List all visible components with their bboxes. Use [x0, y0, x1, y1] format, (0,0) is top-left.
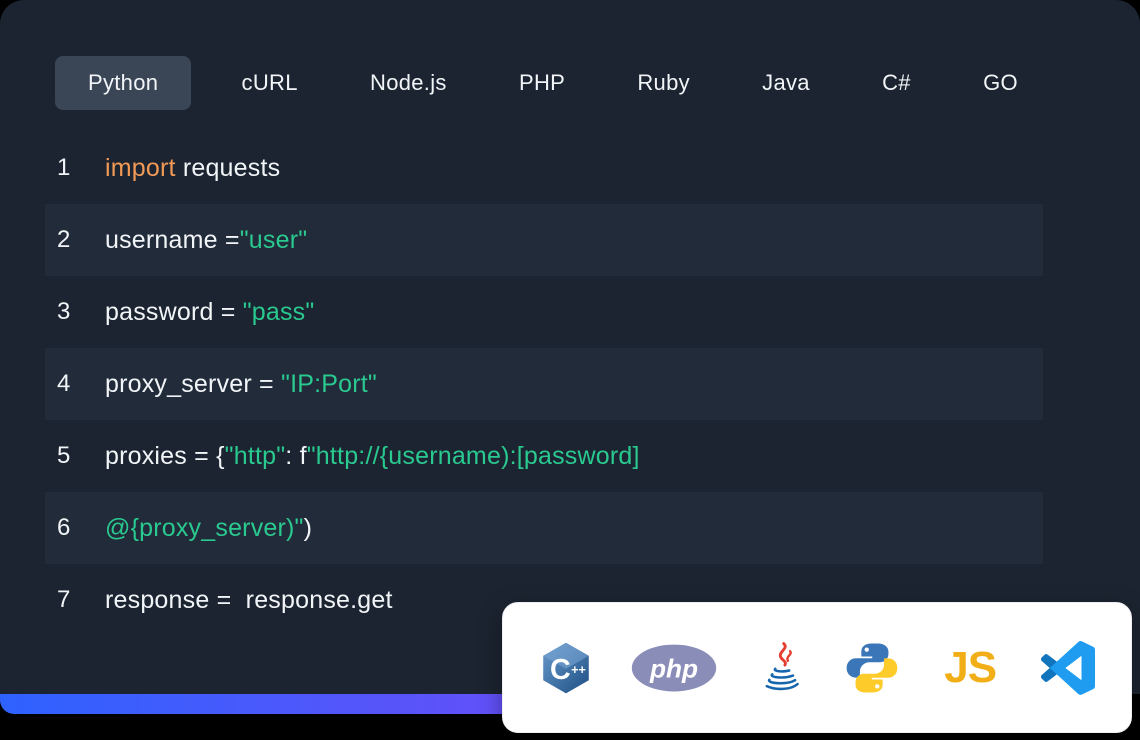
code-token: requests — [175, 153, 281, 182]
line-number: 4 — [57, 370, 71, 397]
line-number: 3 — [57, 298, 71, 325]
language-logos-card: C ++ php — [502, 602, 1132, 733]
code-line-3: 3 password = "pass" — [45, 276, 1043, 348]
vscode-icon — [1040, 640, 1096, 696]
svg-text:C: C — [550, 653, 571, 685]
cpp-icon: C ++ — [538, 640, 594, 696]
code-token: password = — [105, 297, 243, 326]
line-number: 2 — [57, 226, 71, 253]
code-line-1: 1 import requests — [45, 132, 1043, 204]
code-token: response = response.get — [105, 585, 393, 614]
code-token: "IP:Port" — [281, 369, 377, 398]
code-line-4: 4 proxy_server = "IP:Port" — [45, 348, 1043, 420]
tab-ruby[interactable]: Ruby — [637, 69, 690, 95]
language-tab-bar: Python cURL Node.js PHP Ruby Java C# GO — [55, 55, 1040, 110]
line-number: 6 — [57, 514, 71, 541]
tab-curl[interactable]: cURL — [241, 69, 298, 95]
code-token: username = — [105, 225, 240, 254]
code-line-7: 7 response = response.get — [45, 564, 1043, 636]
code-token: @{proxy_server)" — [105, 513, 304, 542]
code-token: : f — [285, 441, 307, 470]
java-icon — [754, 640, 810, 696]
svg-text:php: php — [649, 653, 698, 683]
line-number: 7 — [57, 586, 71, 613]
code-token: import — [105, 153, 176, 182]
tab-python[interactable]: Python — [55, 55, 192, 110]
tab-nodejs[interactable]: Node.js — [370, 69, 447, 95]
code-line-6: 6 @{proxy_server)") — [45, 492, 1043, 564]
python-icon — [844, 640, 900, 696]
js-logo-text: JS — [944, 642, 997, 692]
code-line-2: 2 username ="user" — [45, 204, 1043, 276]
code-token: "user" — [239, 225, 308, 254]
code-token: proxy_server = — [105, 369, 281, 398]
tab-java[interactable]: Java — [762, 69, 810, 95]
tab-php[interactable]: PHP — [518, 69, 566, 95]
code-line-5: 5 proxies = {"http": f"http://{username)… — [45, 420, 1043, 492]
code-token: proxies = { — [105, 441, 225, 470]
tab-go[interactable]: GO — [983, 69, 1018, 95]
code-editor: 1 import requests 2 username ="user" 3 p… — [0, 132, 1140, 636]
tab-csharp[interactable]: C# — [882, 69, 911, 95]
code-window: Python cURL Node.js PHP Ruby Java C# GO … — [0, 0, 1140, 694]
code-token: "pass" — [242, 297, 315, 326]
js-icon: JS — [935, 640, 1005, 696]
code-token: ) — [303, 513, 313, 542]
line-number: 1 — [57, 154, 71, 181]
php-icon: php — [629, 640, 719, 696]
code-token: "http://{username):[password] — [306, 441, 640, 470]
line-number: 5 — [57, 442, 71, 469]
svg-text:++: ++ — [571, 662, 586, 676]
code-token: "http" — [224, 441, 286, 470]
